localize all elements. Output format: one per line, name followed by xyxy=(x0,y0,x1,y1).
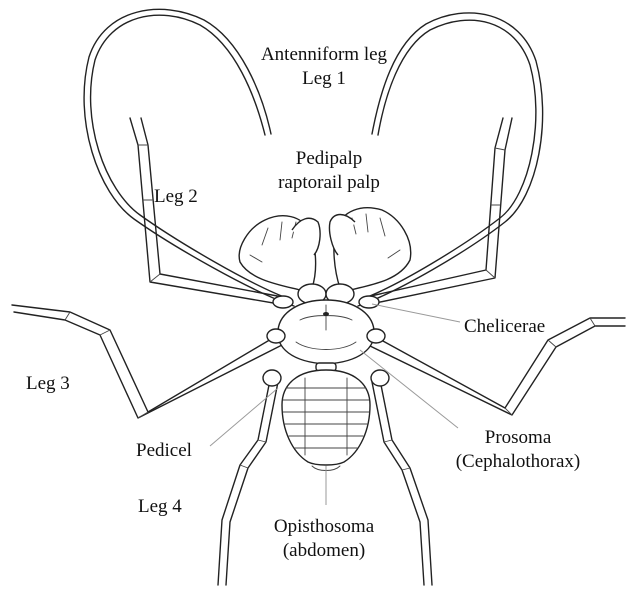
prosoma xyxy=(278,300,374,364)
label-leg-4: Leg 4 xyxy=(138,496,182,517)
label-leg-2: Leg 2 xyxy=(154,186,198,207)
label-antenniform-leg: Antenniform leg xyxy=(261,44,388,65)
leg-4-right xyxy=(372,380,432,585)
label-opisthosoma: Opisthosoma xyxy=(274,516,375,537)
leg-4-left xyxy=(218,380,278,585)
label-cephalothorax: (Cephalothorax) xyxy=(456,451,581,472)
label-pedicel: Pedicel xyxy=(136,440,192,461)
label-raptorial-palp: raptorail palp xyxy=(278,172,380,193)
label-abdomen: (abdomen) xyxy=(283,540,365,561)
label-pedipalp: Pedipalp xyxy=(296,148,363,169)
label-leg-3: Leg 3 xyxy=(26,373,70,394)
label-leg-1: Leg 1 xyxy=(302,68,346,89)
pedipalp-right xyxy=(329,208,410,290)
label-prosoma: Prosoma xyxy=(485,427,552,448)
opisthosoma xyxy=(282,370,370,471)
leg-3-left xyxy=(12,305,282,418)
label-chelicerae: Chelicerae xyxy=(464,316,545,337)
pedipalp-left xyxy=(239,216,320,290)
